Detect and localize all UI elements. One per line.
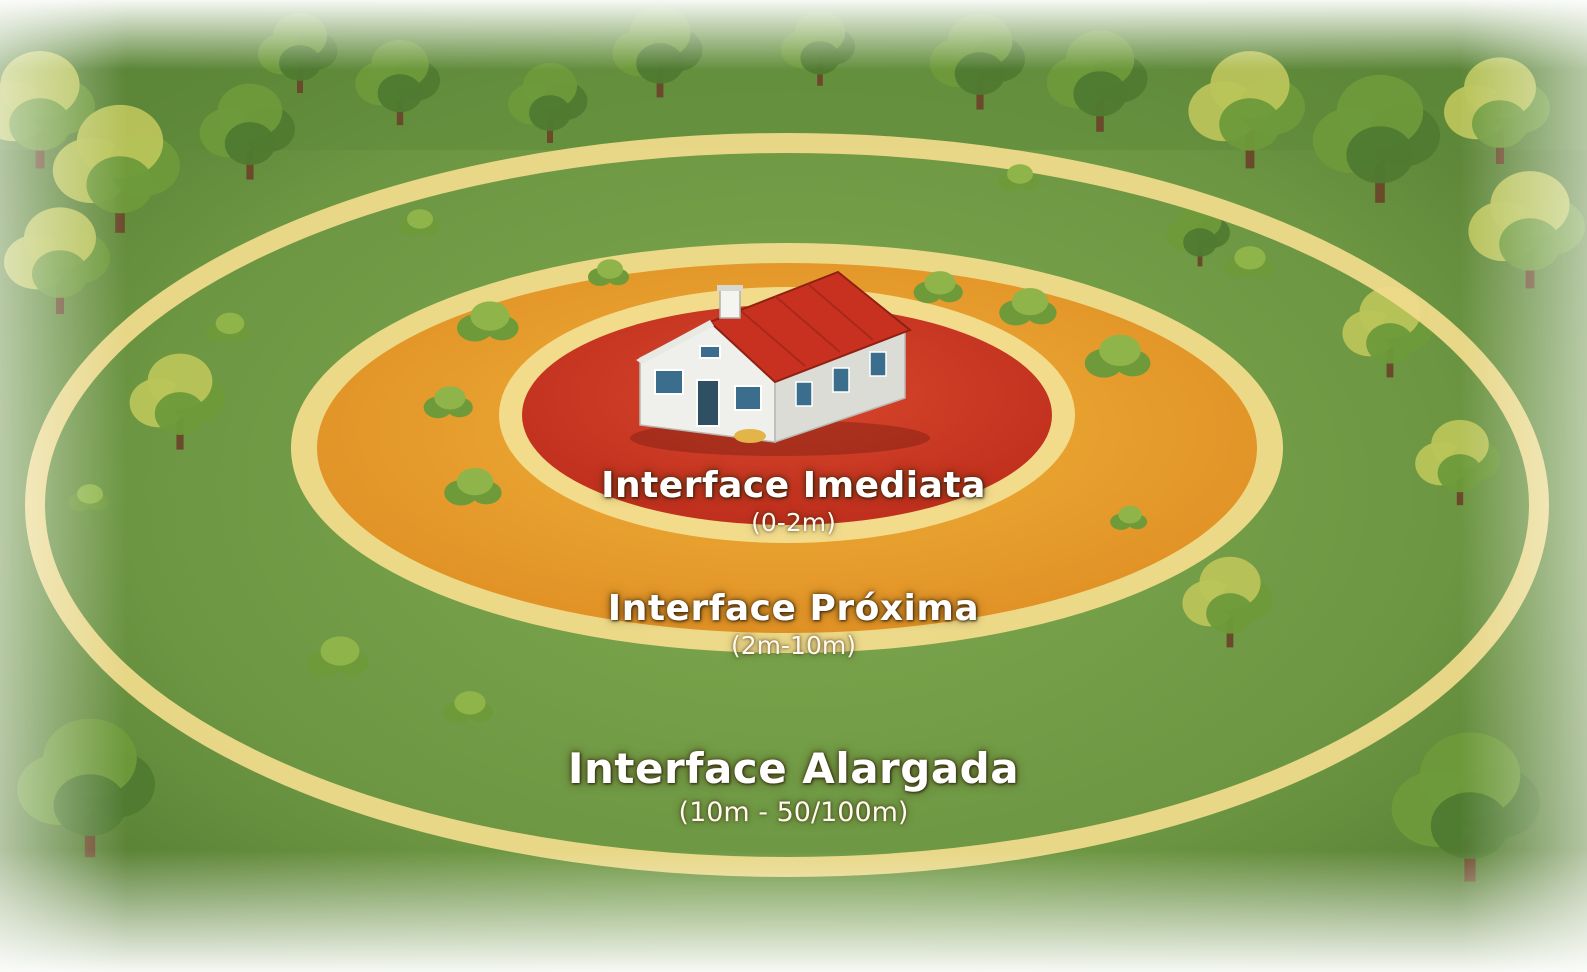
- defensible-space-illustration: [0, 0, 1587, 972]
- side-fade: [0, 0, 1587, 972]
